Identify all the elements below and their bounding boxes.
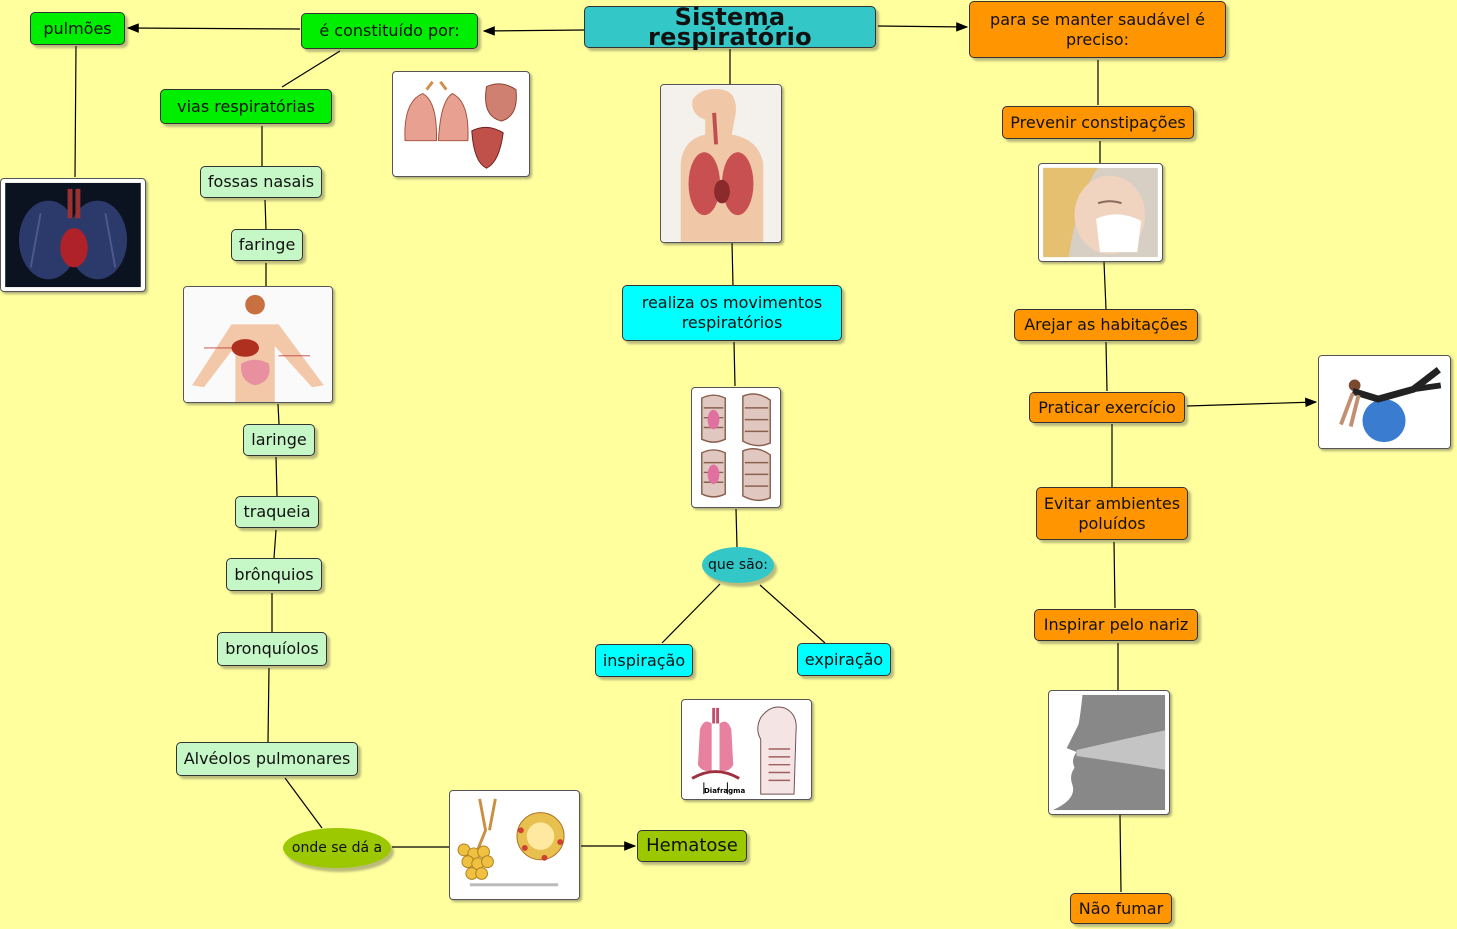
node-pharynx: faringe	[231, 229, 303, 261]
node-constituted: é constituído por:	[301, 13, 478, 49]
diaphragm-label: Diafragma	[704, 787, 746, 795]
node-tip-colds: Prevenir constipações	[1002, 106, 1194, 139]
node-bronchi: brônquios	[226, 558, 322, 591]
node-larynx: laringe	[243, 424, 315, 456]
node-tip-ventilate: Arejar as habitações	[1014, 309, 1198, 341]
node-airways: vias respiratórias	[160, 89, 332, 124]
exercise-ball-photo	[1318, 355, 1451, 449]
node-movements: realiza os movimentos respiratórios	[622, 285, 842, 341]
torso-respiratory-illustration	[660, 84, 782, 243]
node-which-are: que são:	[702, 547, 774, 583]
node-lungs: pulmões	[30, 12, 125, 45]
diaphragm-illustration: Diafragma	[681, 699, 812, 800]
node-bronchioles: bronquíolos	[217, 632, 327, 666]
node-inspiration: inspiração	[595, 644, 693, 677]
node-tip-smoking: Não fumar	[1070, 893, 1172, 924]
node-hematose: Hematose	[637, 830, 747, 862]
lungs-heart-photo	[0, 178, 146, 292]
sneezing-photo	[1038, 163, 1163, 262]
heart-lungs-illustration	[392, 71, 530, 177]
page-title: Sistema respiratório	[584, 5, 876, 49]
node-nasal-cavities: fossas nasais	[200, 166, 322, 198]
node-tip-pollution: Evitar ambientes poluídos	[1036, 487, 1188, 540]
node-expiration: expiração	[797, 643, 891, 676]
node-healthy: para se manter saudável é preciso:	[969, 1, 1226, 58]
alveoli-illustration	[449, 790, 580, 900]
node-alveoli: Alvéolos pulmonares	[176, 742, 358, 776]
human-body-organs-illustration	[183, 286, 333, 403]
ribcage-breathing-illustration	[691, 387, 781, 508]
node-trachea: traqueia	[235, 496, 319, 528]
node-where: onde se dá a	[283, 828, 391, 868]
exhaling-nose-illustration	[1048, 690, 1170, 815]
node-tip-exercise: Praticar exercício	[1029, 392, 1185, 423]
node-tip-nose: Inspirar pelo nariz	[1034, 609, 1198, 641]
